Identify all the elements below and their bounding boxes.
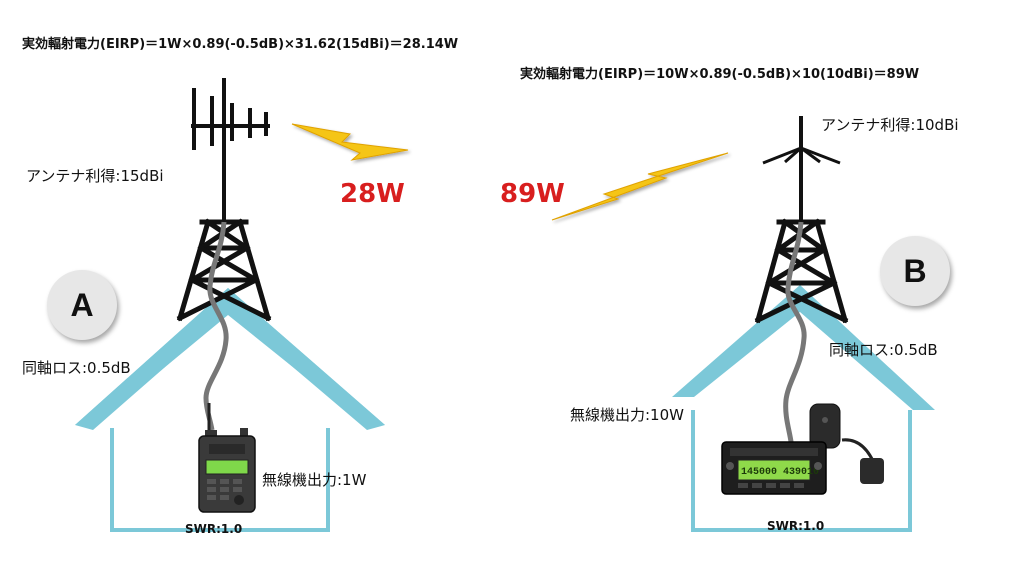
station-a-badge: A xyxy=(47,270,117,340)
mobile-radio-icon: 145000 439010 xyxy=(721,403,884,495)
yagi-antenna-icon xyxy=(191,88,270,150)
antenna-gain-a: アンテナ利得:15dBi xyxy=(26,167,164,185)
eirp-value-b: 89W xyxy=(500,179,565,209)
mobile-radio-display: 145000 439010 xyxy=(741,467,819,478)
radio-output-b: 無線機出力:10W xyxy=(570,406,684,424)
eirp-formula-a: 実効輻射電力(EIRP)＝1W×0.89(-0.5dB)×31.62(15dBi… xyxy=(22,37,459,52)
swr-a: SWR:1.0 xyxy=(185,522,243,536)
lightning-bolt-icon xyxy=(551,152,729,221)
coax-cable-a xyxy=(203,221,229,431)
vertical-antenna-icon xyxy=(762,146,841,165)
station-b-badge: B xyxy=(880,236,950,306)
antenna-gain-b: アンテナ利得:10dBi xyxy=(821,116,959,134)
eirp-value-a: 28W xyxy=(340,179,405,209)
coax-cable-b xyxy=(783,221,807,453)
tower-a-icon xyxy=(176,78,272,322)
coax-loss-b: 同軸ロス:0.5dB xyxy=(829,341,938,359)
house-a-icon xyxy=(75,288,385,532)
handheld-radio-icon xyxy=(198,403,256,513)
coax-loss-a: 同軸ロス:0.5dB xyxy=(22,359,131,377)
eirp-formula-b: 実効輻射電力(EIRP)＝10W×0.89(-0.5dB)×10(10dBi)＝… xyxy=(520,67,920,82)
lightning-bolt-icon xyxy=(291,123,409,161)
swr-b: SWR:1.0 xyxy=(767,519,825,533)
radio-output-a: 無線機出力:1W xyxy=(262,471,367,489)
house-b-icon xyxy=(672,285,935,532)
